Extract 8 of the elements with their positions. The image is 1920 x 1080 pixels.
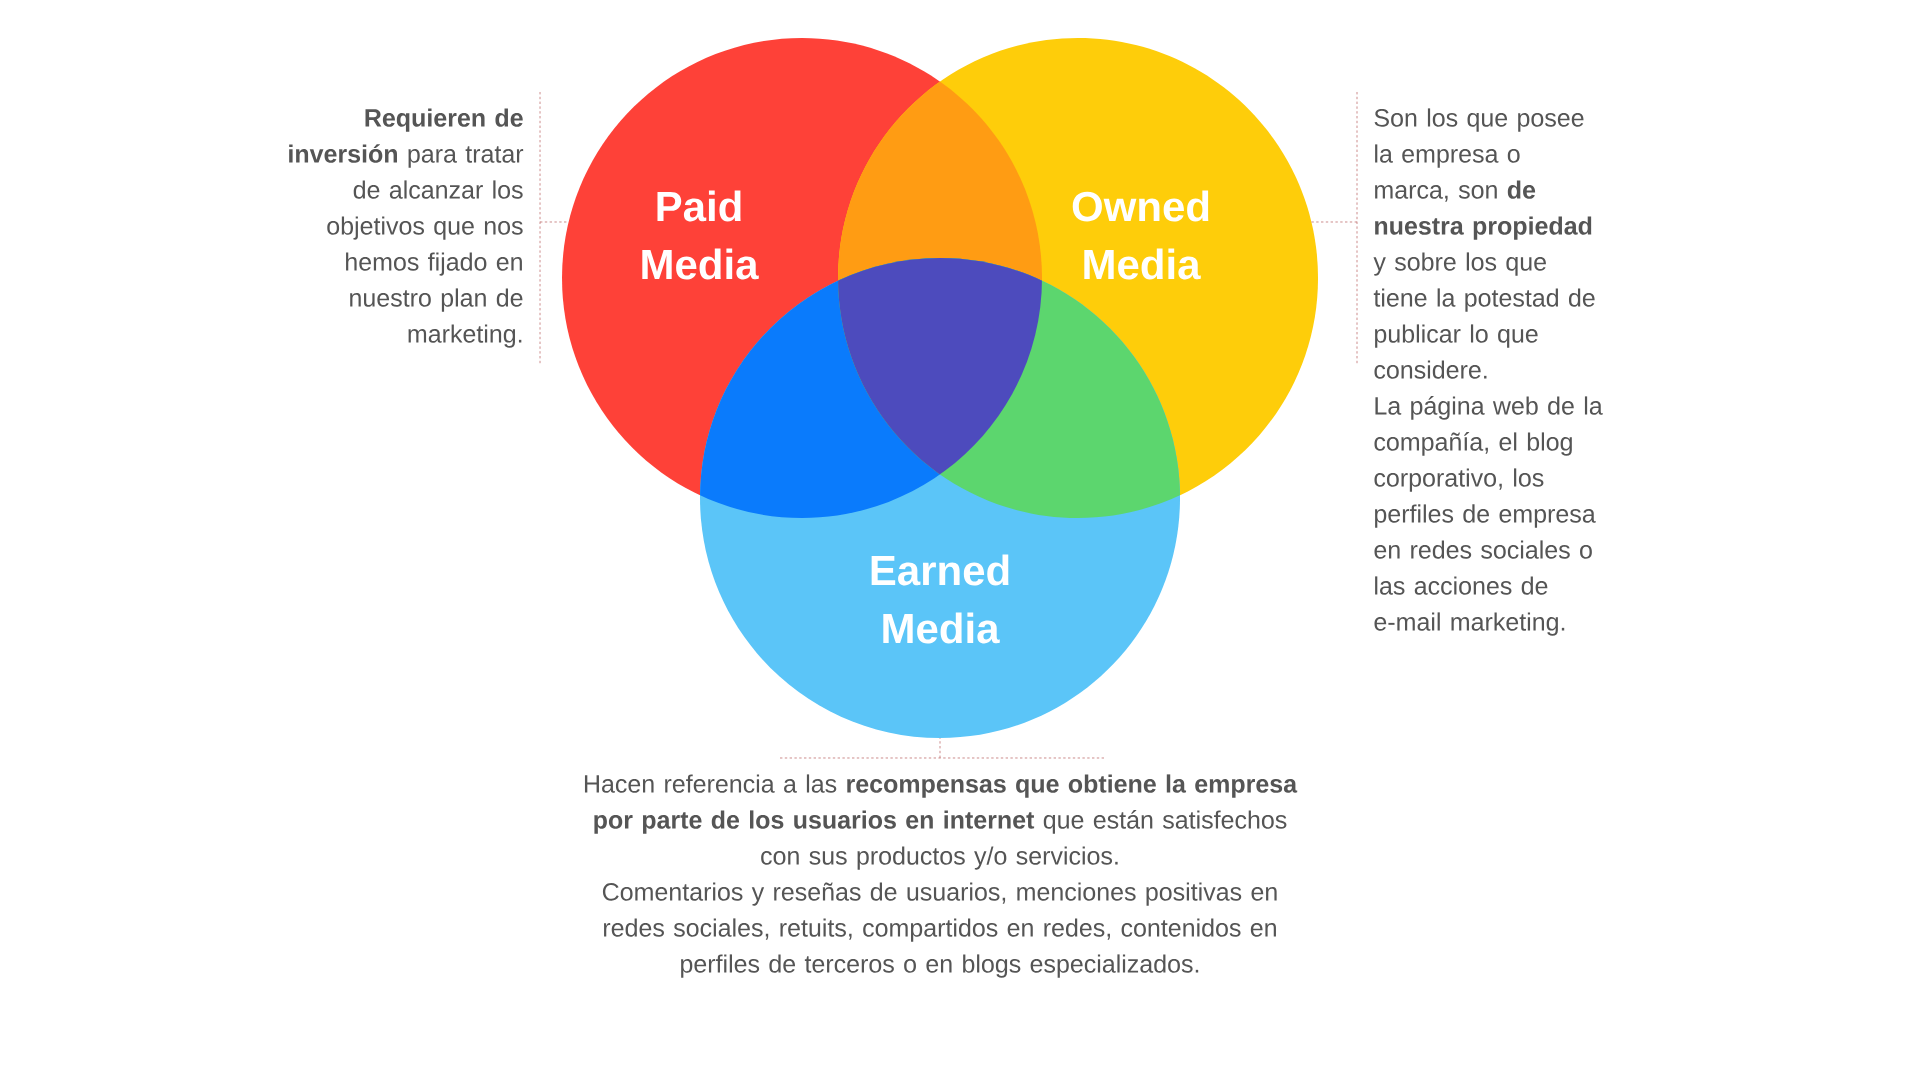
description-text: Son los que posee la empresa o marca, son de nuestra propiedad y sobre los que tiene la potestad de publicar lo que considere.	[1373, 108, 1595, 379]
leader-line	[939, 737, 941, 759]
description-text: Requieren de inversión para tratar de alcanzar los objetivos que nos hemos fijado en nuestro plan de marketing.	[289, 108, 524, 348]
leader-line	[1311, 221, 1358, 223]
leader-line	[539, 221, 569, 223]
description-text: Comentarios y reseñas de usuarios, menciones positivas en redes sociales, retuits, compartidos en redes, contenidos en perfiles de terceros o en blogs especializados.	[602, 882, 1277, 978]
description-text: Hacen referencia a las recompensas que obtiene la empresa por parte de los usuarios en internet que están satisfechos con sus productos y/o servicios.	[584, 774, 1298, 870]
description-text: La página web de la compañía, el blog corporativo, los perfiles de empresa en redes sociales o las acciones de e-mail marketing.	[1374, 396, 1603, 636]
